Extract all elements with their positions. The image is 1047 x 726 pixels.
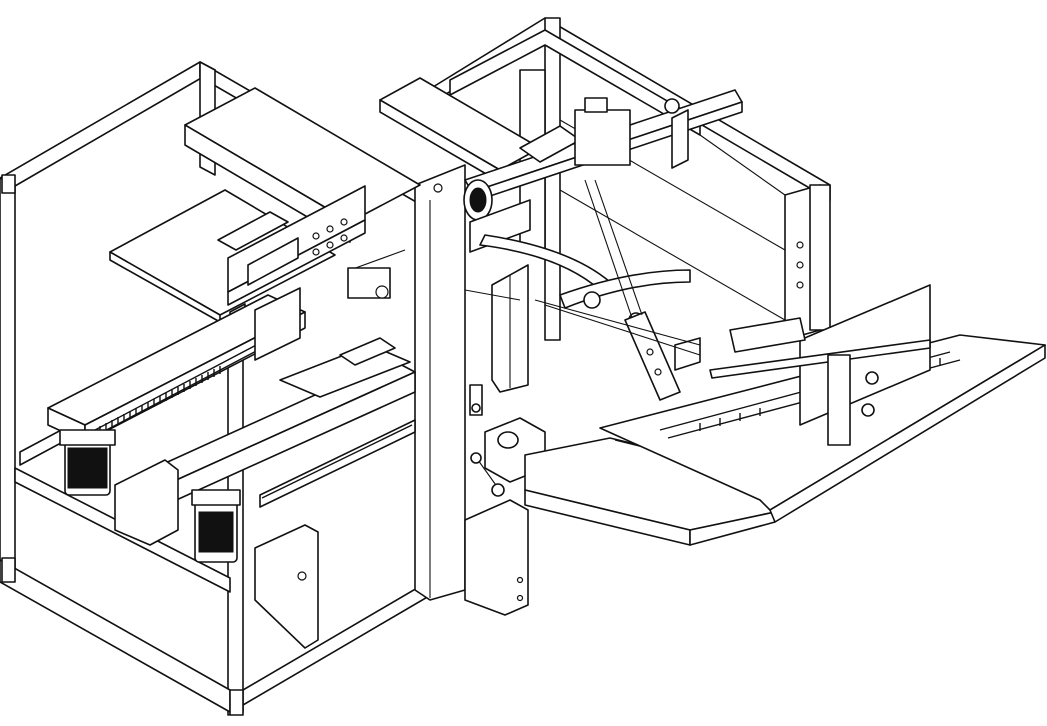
hand-crank (470, 452, 505, 497)
center-post (414, 164, 466, 601)
belt-conveyor (47, 287, 306, 443)
pulley-assembly (463, 179, 531, 393)
inner-rods (347, 249, 701, 416)
swing-arm (584, 179, 681, 401)
motor-right (191, 489, 241, 563)
curved-guide (479, 234, 691, 328)
infeed-table (599, 284, 1046, 523)
top-feed-tray (109, 87, 421, 323)
gearbox (464, 417, 546, 616)
side-guide-plates (114, 459, 319, 649)
upper-crossbar (379, 77, 743, 203)
carton-guide (149, 337, 416, 508)
control-panel (227, 185, 366, 306)
motor-left (59, 429, 116, 496)
